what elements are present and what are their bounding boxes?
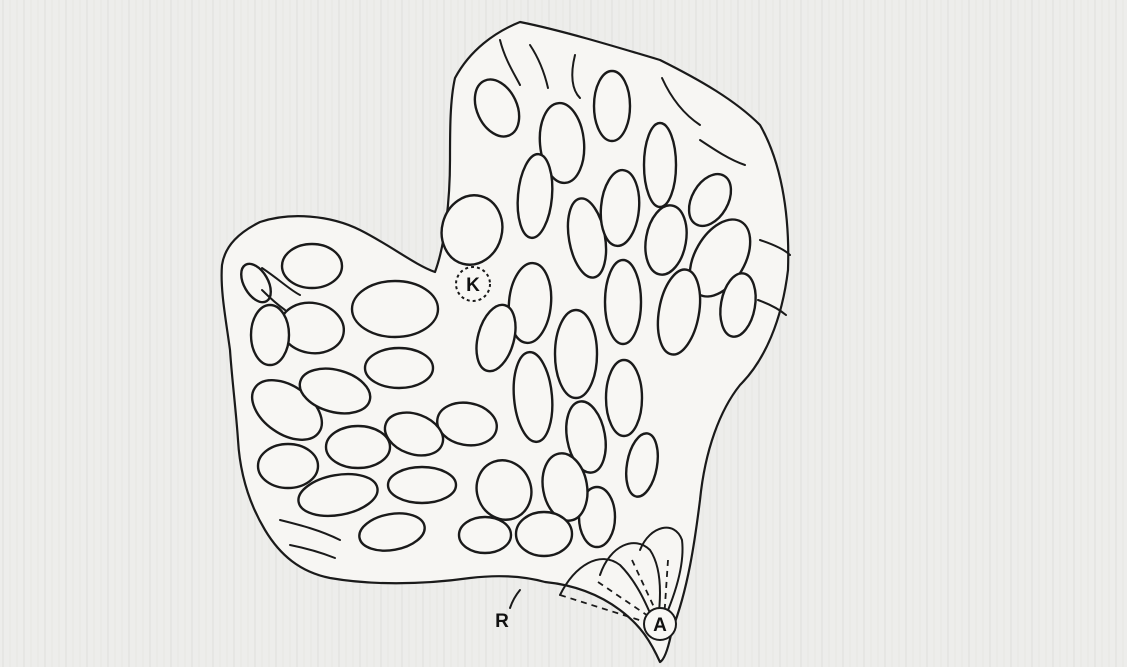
- cell: [258, 444, 318, 488]
- cell: [594, 71, 630, 141]
- cell: [326, 426, 390, 468]
- label-k: K: [466, 275, 480, 296]
- cell: [605, 260, 641, 344]
- cell: [365, 348, 433, 388]
- cell: [459, 517, 511, 553]
- label-a: A: [653, 615, 667, 636]
- cell: [606, 360, 642, 436]
- cell: [555, 310, 597, 398]
- cell: [516, 512, 572, 556]
- cell: [282, 244, 342, 288]
- cell: [644, 123, 676, 207]
- cell: [388, 467, 456, 503]
- marker-k: K: [456, 267, 490, 301]
- cell: [352, 281, 438, 337]
- marker-a: A: [644, 608, 676, 640]
- cell: [251, 305, 289, 365]
- label-r: R: [495, 611, 509, 632]
